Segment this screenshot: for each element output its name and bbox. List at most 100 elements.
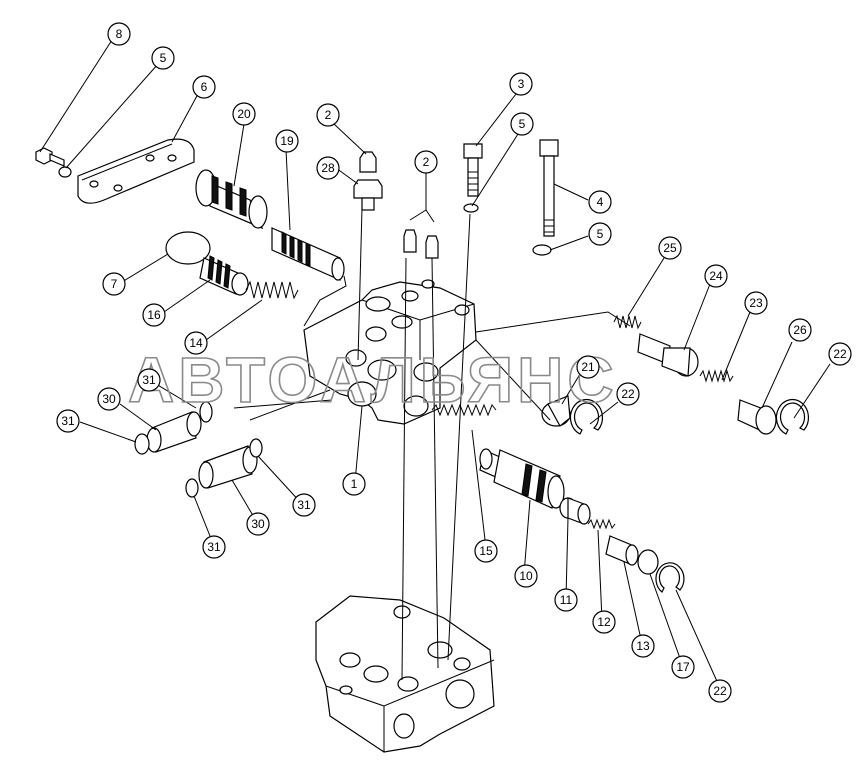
callout-label: 30	[251, 517, 265, 531]
part-22-snap-ring-bottom	[655, 562, 685, 593]
callout-circle	[56, 409, 80, 433]
part-7-o-ring	[165, 231, 211, 265]
callout-circle	[316, 156, 340, 180]
callout-label: 10	[519, 569, 533, 583]
callout-label: 21	[581, 360, 595, 374]
callout-4: 4	[588, 190, 612, 214]
callout-circle	[97, 387, 121, 411]
callout-circle	[514, 564, 538, 588]
callout-circle	[232, 102, 256, 126]
callout-label: 22	[713, 684, 727, 698]
callout-31: 31	[56, 409, 80, 433]
callout-label: 23	[749, 296, 763, 310]
callout-label: 31	[297, 498, 311, 512]
callout-6: 6	[192, 75, 216, 99]
callout-30: 30	[246, 512, 270, 536]
callout-circle	[414, 150, 438, 174]
callout-5: 5	[151, 46, 175, 70]
callout-circle	[704, 264, 728, 288]
callout-label: 5	[160, 51, 167, 65]
callout-label: 13	[636, 639, 650, 653]
callout-circle	[316, 103, 340, 127]
callout-label: 19	[280, 134, 294, 148]
callout-circle	[592, 610, 616, 634]
callout-label: 4	[597, 195, 604, 209]
callout-label: 31	[61, 414, 75, 428]
callout-circle	[708, 679, 732, 703]
part-14-spring	[245, 280, 299, 300]
part-23-spring	[699, 369, 734, 383]
callout-label: 8	[116, 27, 123, 41]
callout-circle	[102, 272, 126, 296]
callout-circle	[588, 190, 612, 214]
part-5-washer-2	[463, 203, 479, 213]
part-8-bolt	[35, 147, 65, 167]
part-30-sleeve-upper	[146, 411, 202, 453]
callout-label: 5	[519, 117, 526, 131]
callout-30: 30	[97, 387, 121, 411]
callout-circle	[151, 46, 175, 70]
callout-label: 31	[142, 373, 156, 387]
callout-12: 12	[592, 610, 616, 634]
callout-19: 19	[275, 129, 299, 153]
callout-circle	[246, 512, 270, 536]
callout-14: 14	[184, 331, 208, 355]
callout-circle	[509, 72, 533, 96]
callout-circle	[137, 368, 161, 392]
callout-circle	[192, 75, 216, 99]
callout-13: 13	[631, 634, 655, 658]
callout-circle	[184, 331, 208, 355]
callout-15: 15	[474, 539, 498, 563]
callout-circle	[292, 493, 316, 517]
callout-22: 22	[616, 382, 640, 406]
part-13-plug	[605, 535, 639, 566]
callout-circle	[510, 112, 534, 136]
callout-circle	[658, 236, 682, 260]
callout-label: 16	[147, 308, 161, 322]
callout-5: 5	[588, 222, 612, 246]
callout-circle	[142, 303, 166, 327]
part-19-spool	[271, 227, 345, 281]
part-lower-housing	[315, 595, 495, 753]
part-4-long-bolt	[539, 139, 559, 237]
callout-31: 31	[292, 493, 316, 517]
callout-23: 23	[744, 291, 768, 315]
part-31-o-ring-c	[249, 438, 263, 458]
callout-label: 26	[793, 323, 807, 337]
callout-label: 11	[560, 593, 573, 607]
parts	[35, 138, 810, 753]
callout-24: 24	[704, 264, 728, 288]
callout-22: 22	[708, 679, 732, 703]
callout-16: 16	[142, 303, 166, 327]
callout-circle	[828, 342, 852, 366]
callout-circle	[275, 129, 299, 153]
callout-label: 28	[321, 161, 335, 175]
callout-label: 2	[423, 155, 430, 169]
callout-25: 25	[658, 236, 682, 260]
callout-circle	[342, 472, 366, 496]
callout-circle	[588, 222, 612, 246]
part-21-plug	[541, 395, 571, 427]
part-22-snap-ring-middle	[569, 398, 604, 435]
callout-label: 6	[201, 80, 208, 94]
callout-circle	[616, 382, 640, 406]
callout-5: 5	[510, 112, 534, 136]
callout-circle	[576, 355, 600, 379]
callout-7: 7	[102, 272, 126, 296]
callout-17: 17	[671, 655, 695, 679]
callout-label: 30	[102, 392, 116, 406]
callout-28: 28	[316, 156, 340, 180]
part-22-snap-ring-right	[775, 398, 810, 435]
callout-22: 22	[828, 342, 852, 366]
callout-2: 2	[414, 150, 438, 174]
part-16-plug	[199, 255, 249, 296]
callout-21: 21	[576, 355, 600, 379]
callout-label: 22	[621, 387, 635, 401]
callout-circle	[107, 22, 131, 46]
callout-label: 5	[597, 227, 604, 241]
callout-11: 11	[554, 588, 578, 612]
callout-label: 7	[111, 277, 118, 291]
callout-8: 8	[107, 22, 131, 46]
